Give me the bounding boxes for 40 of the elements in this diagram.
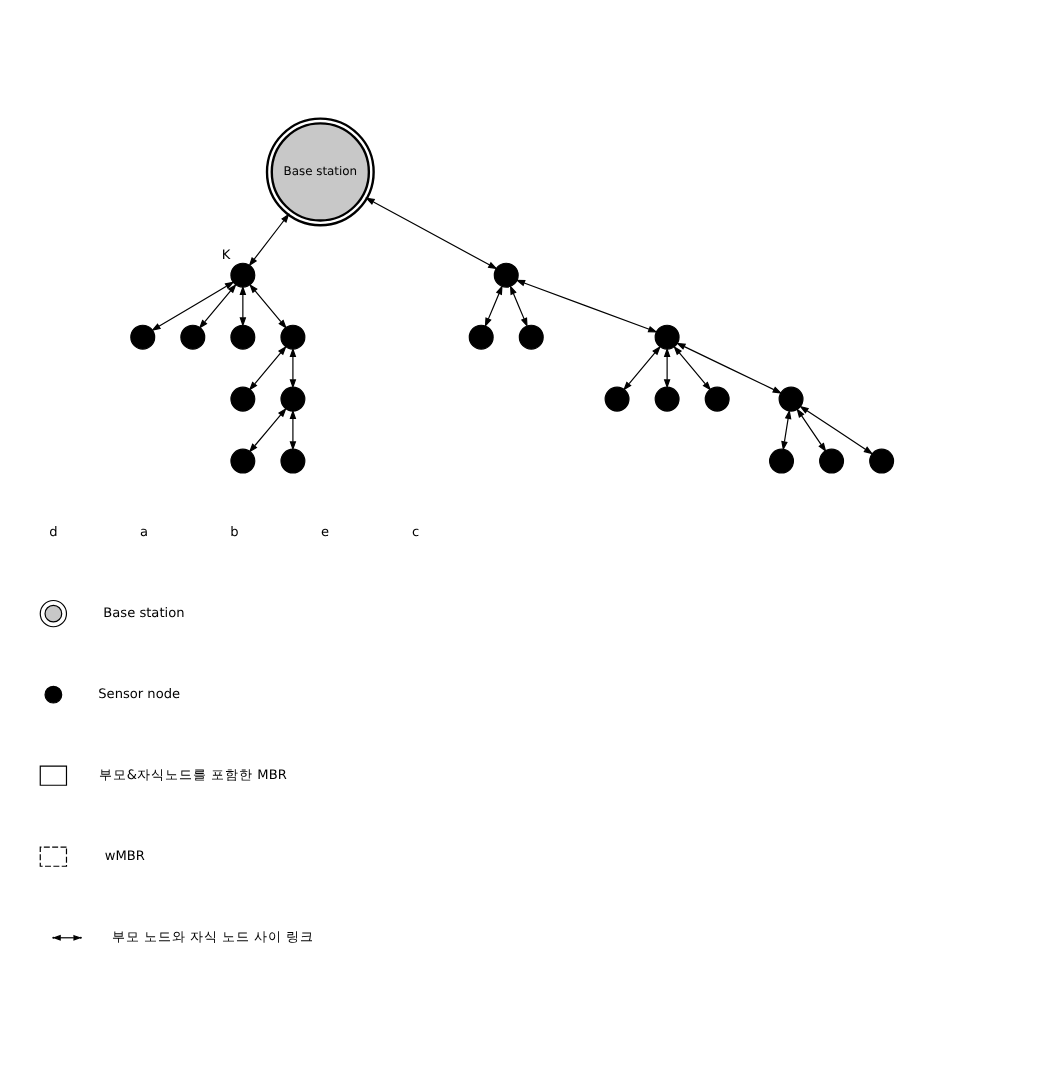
node-circle: [468, 324, 494, 350]
arrow: [676, 342, 783, 394]
node-circle: [230, 386, 256, 412]
node-circle: [654, 324, 680, 350]
arrow: [365, 197, 498, 270]
arrow: [248, 407, 287, 453]
node-circle: [778, 386, 804, 412]
node-circle: [869, 448, 895, 474]
arrow: [796, 408, 827, 453]
arrow: [673, 345, 712, 391]
node-circle: [280, 448, 306, 474]
node-circle: [230, 448, 256, 474]
node-circle: [704, 386, 730, 412]
node-circle: [654, 386, 680, 412]
node-circle: [819, 448, 845, 474]
arrow: [289, 409, 297, 451]
arrow: [198, 283, 237, 329]
node-circle: [130, 324, 156, 350]
arrow: [239, 285, 247, 327]
node-circle: [604, 386, 630, 412]
node-circle: [280, 386, 306, 412]
node-circle: [518, 324, 544, 350]
arrow: [249, 283, 287, 329]
node-circle: [493, 262, 519, 288]
node-circle: [230, 324, 256, 350]
node-circle: [280, 324, 306, 350]
arrow: [515, 279, 658, 333]
arrow: [289, 347, 297, 389]
arrow: [623, 345, 661, 391]
arrow: [781, 409, 792, 451]
node-circle: [180, 324, 206, 350]
arrow: [248, 345, 287, 391]
arrow: [151, 281, 235, 331]
arrow: [663, 347, 671, 389]
arrow: [509, 285, 528, 328]
arrow: [248, 213, 290, 267]
node-circle: [230, 262, 256, 288]
arrow: [484, 285, 503, 328]
arrow: [799, 405, 874, 455]
node-circle: [769, 448, 795, 474]
